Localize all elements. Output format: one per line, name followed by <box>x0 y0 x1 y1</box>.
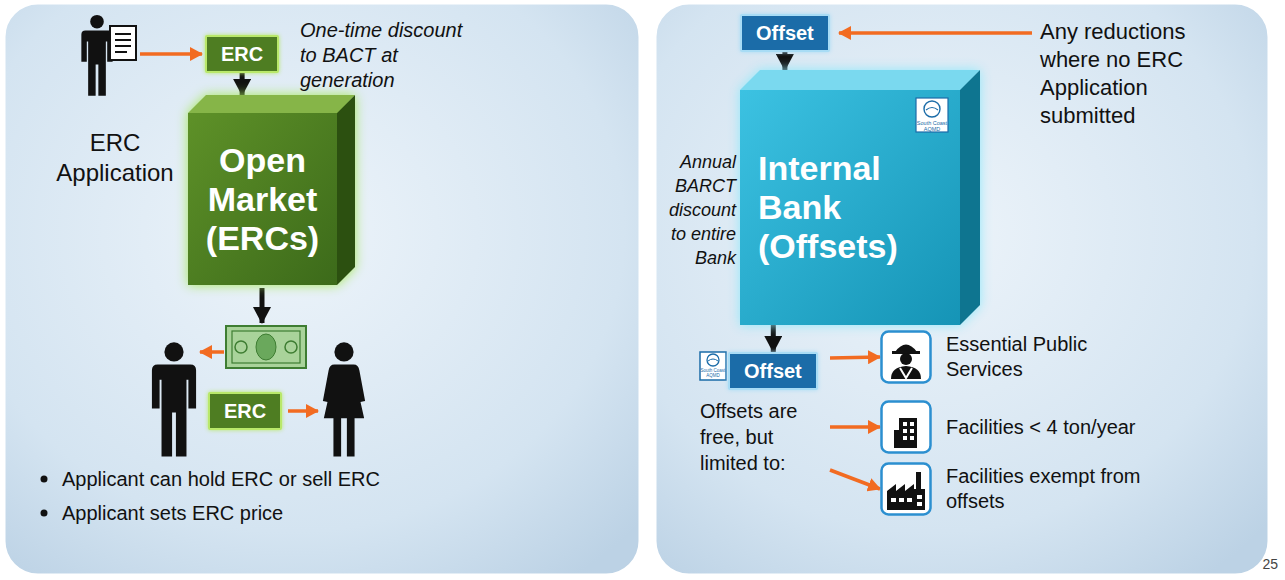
service-item: Facilities < 4 ton/year <box>880 400 1186 454</box>
service-item: Facilities exempt from offsets <box>880 462 1161 516</box>
credit-chip: ERC <box>208 392 282 430</box>
bullet-text: Applicant can hold ERC or sell ERC <box>62 466 622 492</box>
chip-label: Offset <box>756 21 814 45</box>
flow-arrow <box>260 288 265 323</box>
box-front <box>740 90 960 325</box>
applicant-figure <box>81 15 136 96</box>
factory-icon <box>887 472 925 510</box>
box-side <box>960 70 980 325</box>
agency-logo <box>700 352 726 380</box>
box-title: Open Market (ERCs) <box>194 141 331 258</box>
chip-label: ERC <box>224 399 266 423</box>
flow-arrow <box>782 52 787 70</box>
page-number: 25 <box>1250 556 1278 572</box>
logo-text: South Coast AQMD <box>700 368 726 378</box>
worker-icon <box>891 345 921 380</box>
item-label: Facilities exempt from offsets <box>946 464 1161 514</box>
box-top <box>188 95 355 113</box>
person-icon <box>81 15 112 96</box>
bullet-text: Applicant sets ERC price <box>62 500 622 526</box>
flow-arrow <box>830 425 880 429</box>
offset-chip: Offset <box>728 352 818 390</box>
offset-chip: Offset <box>740 14 830 52</box>
box-front <box>188 113 337 285</box>
logo-text: South Coast AQMD <box>916 120 948 132</box>
banknote-body <box>226 326 306 368</box>
logo-circle <box>707 354 719 366</box>
bullet <box>41 476 48 483</box>
box-text-area: Open Market (ERCs) <box>188 113 337 285</box>
box-title: Internal Bank (Offsets) <box>758 149 948 266</box>
flow-arrow <box>771 325 776 352</box>
discount-note: One-time discount to BACT at generation <box>300 18 478 93</box>
item-label: Facilities < 4 ton/year <box>946 415 1186 440</box>
document-lines <box>115 34 131 52</box>
logo-circle <box>924 101 940 117</box>
banknote-seal <box>235 341 247 353</box>
item-label: Essential Public Services <box>946 332 1136 382</box>
banknote-portrait <box>256 334 276 360</box>
banknote <box>226 326 306 368</box>
chip-label: ERC <box>221 42 263 66</box>
orange-arrow <box>140 52 202 56</box>
market-box: Open Market (ERCs) <box>188 95 355 285</box>
orange-arrow <box>839 31 1032 35</box>
icon-frame <box>882 332 931 383</box>
left-panel <box>4 3 640 575</box>
seller-icon <box>323 342 365 456</box>
banknote-seal <box>285 341 297 353</box>
bank-box: Internal Bank (Offsets) <box>740 70 980 325</box>
flow-arrow <box>830 470 880 489</box>
right-panel <box>655 3 1269 575</box>
banknote-frame <box>232 331 300 363</box>
box-top <box>740 70 980 90</box>
actor-label: ERC Application <box>45 128 185 188</box>
service-item: Essential Public Services <box>880 330 1136 384</box>
credit-chip: ERC <box>205 35 279 73</box>
icon-box <box>880 400 932 454</box>
logo-frame <box>916 98 948 132</box>
document-icon <box>110 26 136 60</box>
logo-frame <box>700 352 726 380</box>
logo-wave <box>926 108 938 111</box>
flow-arrow <box>240 73 245 95</box>
flow-arrow <box>830 357 880 358</box>
icon-box <box>880 330 932 384</box>
box-side <box>337 95 355 285</box>
buyer-icon <box>152 342 196 456</box>
discount-note: Annual BARCT discount to entire Bank <box>652 150 736 270</box>
shop-icon <box>894 418 917 448</box>
orange-arrow <box>288 409 318 413</box>
bullet <box>41 510 48 517</box>
icon-frame <box>882 402 931 453</box>
source-note: Any reductions where no ERC Application … <box>1040 18 1222 130</box>
icon-box <box>880 462 932 516</box>
logo-wave <box>708 359 718 361</box>
orange-arrow <box>200 350 224 354</box>
note-text: Offsets are free, but limited to: <box>700 398 825 476</box>
icon-frame <box>882 464 931 515</box>
